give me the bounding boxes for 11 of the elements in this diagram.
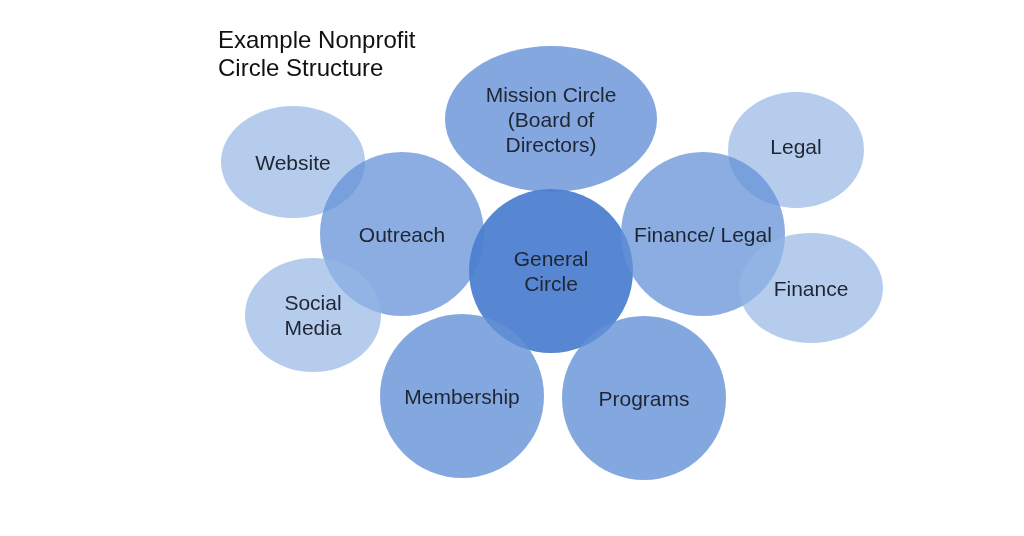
diagram-title: Example Nonprofit Circle Structure xyxy=(218,26,417,82)
circle-label: Website xyxy=(254,149,332,175)
circle-label: Social Media xyxy=(283,290,343,340)
circle-label: Outreach xyxy=(357,221,447,247)
circle-label: Membership xyxy=(403,383,521,409)
circle-label: General Circle xyxy=(512,246,590,296)
circle-label: Legal xyxy=(769,133,823,159)
circle-label: Finance/ Legal xyxy=(633,221,773,247)
circle-label: Programs xyxy=(597,385,691,411)
circle-label: Mission Circle (Board of Directors) xyxy=(484,81,618,157)
circle-label: Finance xyxy=(772,275,850,301)
